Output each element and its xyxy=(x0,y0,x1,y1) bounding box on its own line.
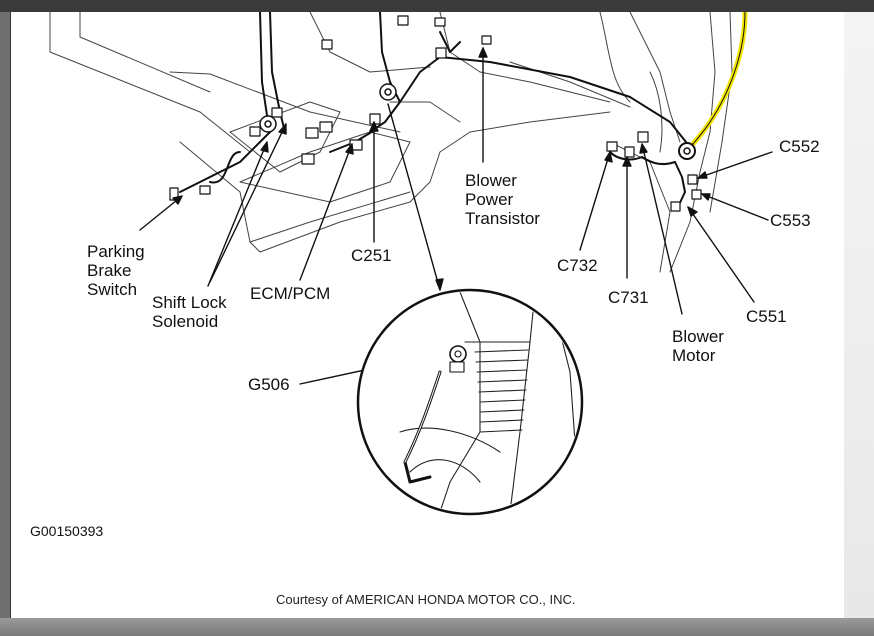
label-c251: C251 xyxy=(351,246,392,265)
viewer-bottom-bar xyxy=(0,618,874,636)
label-c731: C731 xyxy=(608,288,649,307)
console-outline xyxy=(49,12,631,253)
label-g506: G506 xyxy=(248,375,290,394)
label-c552: C552 xyxy=(779,137,820,156)
label-ecm-pcm: ECM/PCM xyxy=(250,284,331,303)
viewer-right-margin xyxy=(844,12,874,618)
label-shift-lock-solenoid: Shift Lock Solenoid xyxy=(152,293,227,331)
connectors xyxy=(169,15,702,212)
label-parking-brake-switch: Parking Brake Switch xyxy=(87,242,145,299)
label-c553: C553 xyxy=(770,211,811,230)
detail-callout-circle xyxy=(356,288,584,516)
wiring-diagram-drawing xyxy=(10,12,773,618)
label-blower-power-transistor: Blower Power Transistor xyxy=(465,171,540,228)
label-c551: C551 xyxy=(746,307,787,326)
credit-line: Courtesy of AMERICAN HONDA MOTOR CO., IN… xyxy=(276,592,576,607)
label-blower-motor: Blower Motor xyxy=(672,327,724,365)
highlight-wire xyxy=(683,12,748,155)
diagram-page: Parking Brake Switch Shift Lock Solenoid… xyxy=(10,12,844,618)
figure-code: G00150393 xyxy=(30,523,104,539)
wire-harness xyxy=(179,12,691,208)
dashboard-outline xyxy=(599,12,733,273)
corrugated-tube xyxy=(474,349,529,433)
label-c732: C732 xyxy=(557,256,598,275)
window-top-bar xyxy=(0,0,874,12)
ground-points xyxy=(259,83,696,160)
